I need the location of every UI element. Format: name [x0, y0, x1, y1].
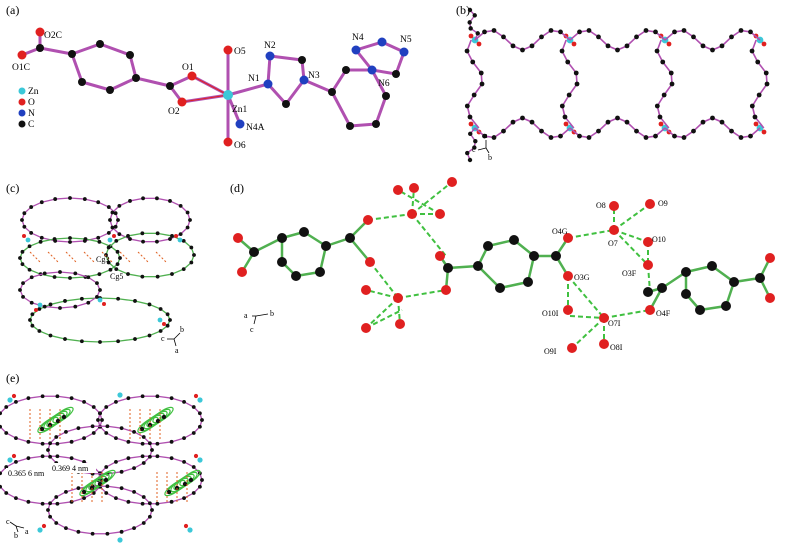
- label-n4: N4: [352, 33, 364, 43]
- label-zn1: Zn1: [232, 105, 248, 115]
- label-o1: O1: [182, 63, 194, 73]
- panel-b-axis-c: c: [472, 145, 476, 154]
- panel-b-axis-a: a: [484, 131, 488, 140]
- label-n1: N1: [248, 74, 260, 84]
- legend-n-label: N: [28, 109, 35, 119]
- legend-c-swatch: [18, 120, 26, 128]
- distance-1-bg: [6, 468, 50, 478]
- legend-zn-label: Zn: [28, 87, 39, 97]
- panel-e-axis-c: c: [6, 517, 10, 526]
- label-n5: N5: [400, 35, 412, 45]
- distance-1-label: 0.365 6 nm: [8, 469, 45, 478]
- label-o4f: O4F: [656, 309, 671, 318]
- label-n2: N2: [264, 41, 276, 51]
- label-n3: N3: [308, 71, 320, 81]
- label-o9: O9: [658, 199, 668, 208]
- label-o3f: O3F: [622, 269, 637, 278]
- panel-d-atom-labels: O4G O8 O9 O7 O10 O3F O3G O10I O7I O4F O9…: [542, 199, 671, 356]
- label-o2: O2: [168, 107, 180, 117]
- label-n6: N6: [378, 79, 390, 89]
- label-o4g: O4G: [552, 227, 568, 236]
- label-o6: O6: [234, 141, 246, 151]
- panel-d-axes: [252, 313, 269, 325]
- panel-c-label: (c): [6, 181, 19, 195]
- label-o7i: O7I: [608, 319, 621, 328]
- label-n4a: N4A: [246, 123, 265, 133]
- label-o3g: O3G: [574, 273, 590, 282]
- legend-zn-swatch: [18, 87, 26, 95]
- label-o8i: O8I: [610, 343, 623, 352]
- panel-d-axis-b: b: [270, 309, 274, 318]
- panel-c-axis-b: b: [180, 325, 184, 334]
- legend-o-label: O: [28, 98, 35, 108]
- legend-c-label: C: [28, 120, 34, 130]
- label-o10: O10: [652, 235, 666, 244]
- label-o2c: O2C: [44, 31, 62, 41]
- legend-o-swatch: [18, 98, 26, 106]
- label-o8: O8: [596, 201, 606, 210]
- label-cg5: Cg5: [110, 272, 123, 281]
- panel-a-legend: Zn O N C: [18, 87, 39, 130]
- panel-d-axis-c: c: [250, 325, 254, 334]
- panel-d-axis-a: a: [244, 311, 248, 320]
- label-cg3: Cg3: [96, 255, 109, 264]
- panel-c-network: [18, 196, 196, 344]
- panel-a: (a): [6, 3, 412, 151]
- panel-d-atoms: [233, 177, 775, 353]
- panel-c-axes: [167, 332, 181, 347]
- panel-a-atoms: [17, 27, 409, 147]
- panel-e-axis-b: b: [14, 531, 18, 540]
- panel-c-axis-c: c: [161, 334, 165, 343]
- panel-e-axes: [9, 521, 25, 533]
- panel-b-network: [464, 7, 770, 163]
- panel-e-axis-a: a: [25, 527, 29, 536]
- legend-n-swatch: [18, 109, 26, 117]
- panel-d: (d): [230, 177, 775, 356]
- panel-c-axis-a: a: [175, 346, 179, 355]
- label-o10i: O10I: [542, 309, 559, 318]
- panel-b: (b) a c b: [456, 3, 770, 163]
- panel-a-zn-o-bonds: [181, 75, 229, 103]
- panel-b-label: (b): [456, 3, 470, 17]
- panel-d-label: (d): [230, 181, 244, 195]
- panel-e: (e) 0.365 6 nm 0.369 4 nm c b a: [0, 371, 204, 543]
- panel-c: (c) Cg3 Cg5 b c a: [6, 181, 196, 355]
- distance-2-bg: [50, 463, 96, 473]
- label-o9i: O9I: [544, 347, 557, 356]
- panel-a-atom-labels: O2C O1C O1 O2 O5 O6 Zn1 N1 N2 N3 N4A N4 …: [12, 31, 412, 151]
- panel-e-network: [0, 392, 204, 543]
- label-o1c: O1C: [12, 63, 30, 73]
- panel-a-label: (a): [6, 3, 19, 17]
- label-o7: O7: [608, 239, 618, 248]
- label-o5: O5: [234, 47, 246, 57]
- panel-e-label: (e): [6, 371, 19, 385]
- distance-2-label: 0.369 4 nm: [52, 464, 89, 473]
- panel-b-axes: [477, 140, 490, 154]
- panel-b-axis-b: b: [488, 153, 492, 162]
